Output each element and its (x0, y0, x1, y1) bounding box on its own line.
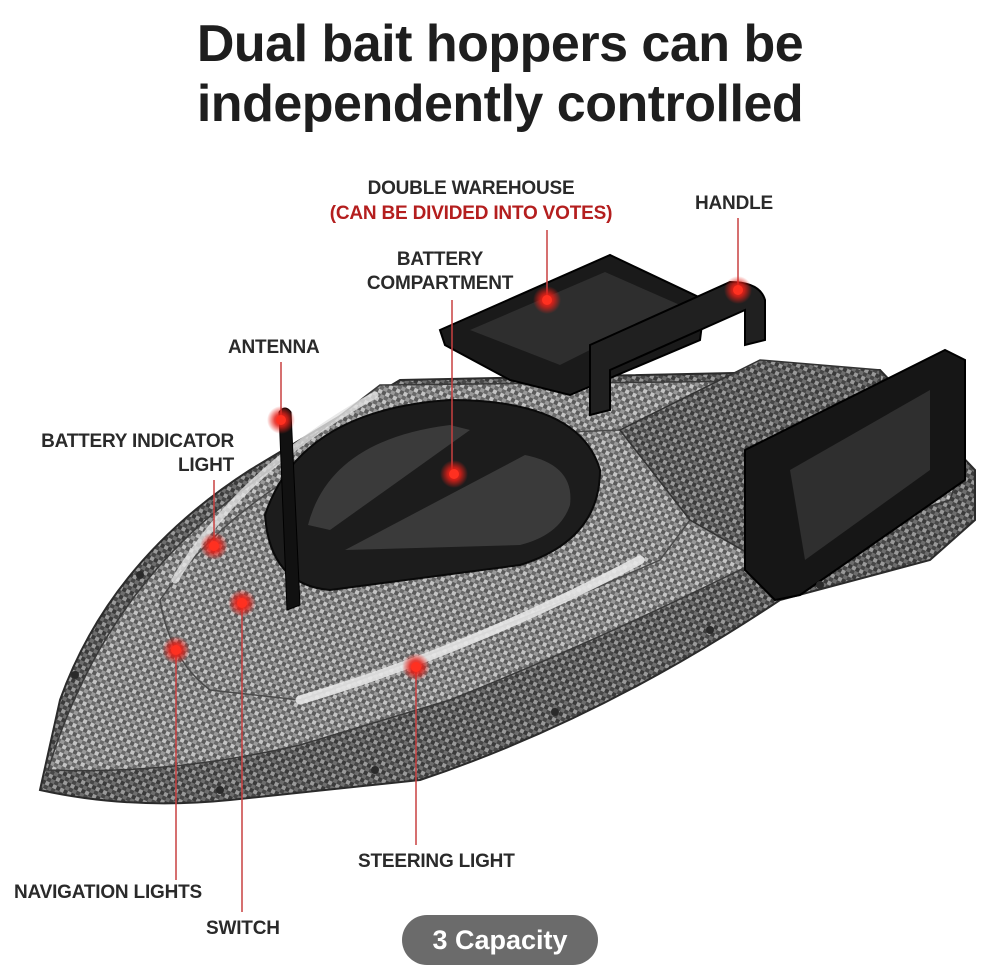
label-double-warehouse-note: (CAN BE DIVIDED INTO VOTES) (329, 203, 613, 224)
label-battery-indicator-1: BATTERY INDICATOR (41, 431, 234, 452)
side-light-strip (171, 391, 379, 584)
label-steering-light: STEERING LIGHT (358, 851, 515, 872)
headline-line-1: Dual bait hoppers can be (196, 15, 804, 73)
label-battery-compartment-1: BATTERY (396, 249, 484, 270)
label-switch: SWITCH (206, 918, 280, 939)
hatch-slot-2 (345, 455, 571, 550)
headline-line-2: independently controlled (196, 75, 804, 133)
hull-bolts (71, 571, 824, 794)
label-double-warehouse: DOUBLE WAREHOUSE (367, 178, 575, 199)
capacity-badge: 3 Capacity (402, 915, 598, 965)
label-navigation-lights: NAVIGATION LIGHTS (14, 882, 203, 903)
markers (162, 276, 752, 681)
label-battery-indicator-2: LIGHT (178, 455, 234, 476)
hatch-slot-1 (308, 425, 470, 530)
label-antenna: ANTENNA (228, 337, 320, 358)
label-handle: HANDLE (695, 193, 773, 214)
label-battery-compartment-2: COMPARTMENT (366, 273, 514, 294)
bow-light-strip (295, 555, 645, 705)
headline: Dual bait hoppers can be independently c… (0, 14, 1000, 134)
